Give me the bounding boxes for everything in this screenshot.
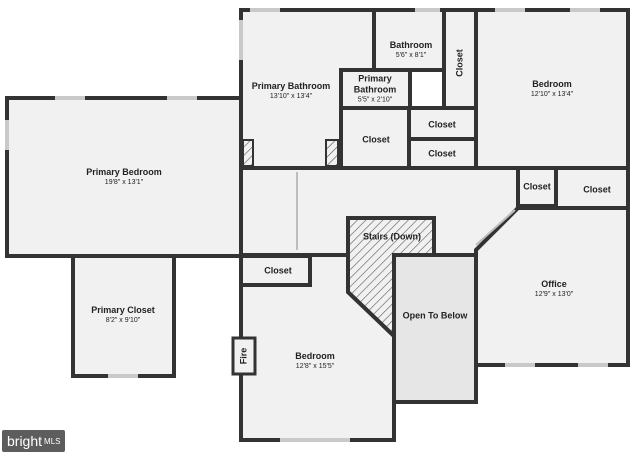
room-dims: 12'10" x 13'4" bbox=[530, 91, 574, 98]
label-closet-far-right: Closet bbox=[583, 185, 611, 196]
room-name: Closet bbox=[428, 119, 456, 130]
label-bedroom-s: Bedroom 12'8" x 15'5" bbox=[295, 351, 335, 371]
closet-south-room bbox=[239, 254, 312, 287]
room-dims: 5'6" x 8'1" bbox=[395, 52, 427, 59]
label-office: Office 12'9" x 13'0" bbox=[535, 279, 573, 299]
room-name: Primary Bathroom bbox=[251, 81, 331, 91]
door-opening bbox=[475, 209, 516, 246]
room-name: Closet bbox=[428, 148, 456, 159]
primary-bedroom-room bbox=[5, 96, 243, 258]
room-name: Closet bbox=[454, 49, 465, 77]
open-to-below-area bbox=[392, 253, 478, 404]
room-name: Closet bbox=[264, 265, 292, 276]
room-dims: 8'2" x 9'10" bbox=[105, 317, 141, 324]
room-dims: 19'8" x 13'1" bbox=[104, 179, 144, 186]
label-primary-bathroom: Primary Bathroom 13'10" x 13'4" bbox=[252, 81, 331, 101]
room-name: Open To Below bbox=[402, 310, 468, 321]
room-dims: 13'10" x 13'4" bbox=[269, 93, 313, 100]
label-open-below: Open To Below bbox=[403, 311, 468, 322]
closet-center-room bbox=[339, 106, 411, 170]
label-fire: Fire bbox=[239, 348, 250, 365]
fireplace bbox=[231, 336, 257, 376]
room-name: Bedroom bbox=[532, 79, 572, 89]
room-dims: 5'5" x 2'10" bbox=[357, 96, 393, 104]
bedroom-ne-room bbox=[474, 8, 630, 170]
logo-text: bright bbox=[7, 433, 43, 449]
label-primary-closet: Primary Closet 8'2" x 9'10" bbox=[91, 305, 155, 325]
room-name: Bedroom bbox=[295, 351, 335, 361]
logo-sub: MLS bbox=[44, 437, 61, 447]
room-name: Closet bbox=[362, 134, 390, 145]
label-bathroom: Bathroom 5'6" x 8'1" bbox=[390, 40, 433, 60]
label-primary-bathroom-small: Primary Bathroom 5'5" x 2'10" bbox=[345, 74, 405, 105]
closet-far-right-room bbox=[554, 166, 630, 210]
label-closet-hall-right: Closet bbox=[523, 182, 551, 193]
label-closet-south: Closet bbox=[264, 266, 292, 277]
room-name: Primary Closet bbox=[91, 305, 155, 315]
label-primary-bedroom: Primary Bedroom 19'8" x 13'1" bbox=[86, 167, 162, 187]
room-name: Closet bbox=[583, 184, 611, 195]
room-name: Stairs (Down) bbox=[362, 231, 422, 242]
room-name: Primary Bedroom bbox=[86, 167, 162, 177]
room-name: Closet bbox=[523, 181, 551, 192]
label-closet-vertical: Closet bbox=[455, 49, 466, 77]
wall-column-left bbox=[242, 139, 254, 167]
room-name: Bathroom bbox=[389, 40, 433, 50]
label-closet-stack-bottom: Closet bbox=[428, 149, 456, 160]
room-dims: 12'8" x 15'5" bbox=[295, 363, 335, 370]
room-name: Primary Bathroom bbox=[353, 73, 397, 95]
wall-column-right bbox=[325, 139, 339, 167]
room-name: Fire bbox=[238, 347, 249, 365]
office-room bbox=[474, 206, 630, 367]
label-closet-stack-top: Closet bbox=[428, 120, 456, 131]
room-dims: 12'9" x 13'0" bbox=[534, 291, 574, 298]
label-bedroom-ne: Bedroom 12'10" x 13'4" bbox=[531, 79, 573, 99]
label-stairs: Stairs (Down) bbox=[363, 232, 421, 243]
room-name: Office bbox=[541, 279, 567, 289]
label-closet-center: Closet bbox=[362, 135, 390, 146]
